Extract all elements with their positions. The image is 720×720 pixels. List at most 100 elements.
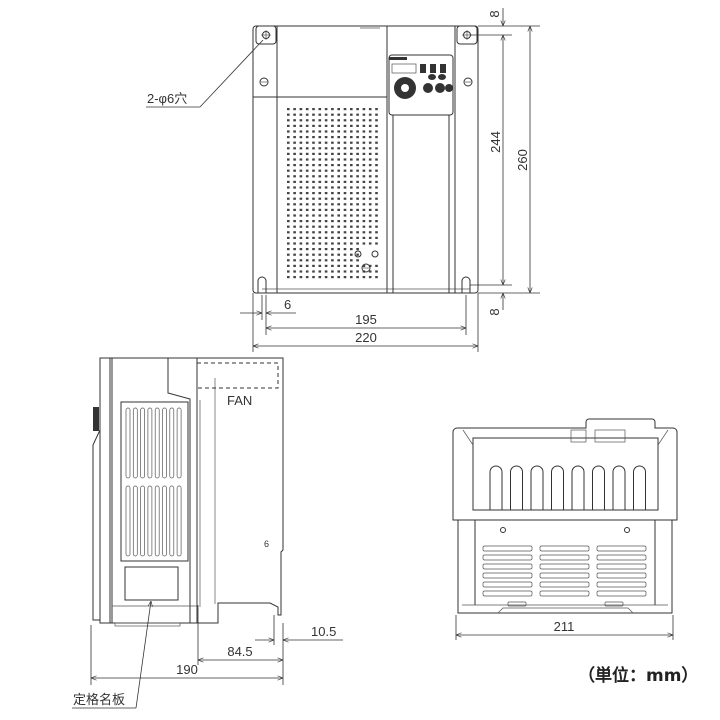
small-mark: 6: [264, 539, 269, 549]
vent-dot: [350, 130, 353, 133]
vent-dot: [299, 113, 303, 116]
vent-dot: [337, 108, 340, 111]
vent-dot: [356, 147, 359, 150]
vent-dot: [312, 108, 315, 111]
front-outline: [252, 25, 479, 294]
vent-slot: [154, 485, 160, 557]
vent-dot: [299, 130, 303, 133]
vent-dot: [293, 141, 296, 144]
vent-dot: [312, 141, 315, 144]
vent-dot: [318, 242, 322, 245]
vent-dot: [331, 152, 334, 155]
vent-dot: [375, 264, 378, 267]
bottom-vents: [482, 545, 647, 597]
vent-dot: [350, 225, 353, 228]
vent-dot: [368, 192, 372, 195]
u-slot: [489, 465, 503, 510]
vent-dot: [356, 130, 359, 133]
vent-dot: [293, 136, 296, 139]
vent-dot: [305, 208, 309, 211]
vent-dot: [299, 236, 303, 239]
screw-icon: [259, 77, 473, 273]
vent-dot: [312, 197, 315, 200]
vent-dot: [287, 242, 290, 245]
vent-dot: [318, 119, 322, 122]
vent-dot: [312, 113, 315, 116]
vent-dot: [287, 164, 290, 167]
vent-dot: [375, 186, 378, 189]
vent-dot: [293, 270, 296, 273]
vent-dot: [312, 186, 315, 189]
vent-dot: [356, 180, 359, 183]
vent-dot: [299, 220, 303, 223]
vent-dot: [368, 119, 372, 122]
screw-icon: [500, 527, 506, 533]
vent-dot: [299, 180, 303, 183]
vent-dot: [287, 124, 290, 127]
vent-dot: [318, 175, 322, 178]
vent-dot: [293, 236, 296, 239]
vent-dot: [356, 141, 359, 144]
vent-dot: [331, 180, 334, 183]
vent-dot: [337, 180, 340, 183]
dim-244: 244: [488, 131, 503, 153]
vent-dot: [318, 186, 322, 189]
vent-slot: [162, 407, 167, 479]
vent-dot: [312, 152, 315, 155]
vent-dot: [287, 231, 290, 234]
vent-dot: [293, 253, 296, 256]
vent-dot: [324, 124, 328, 127]
vent-dot: [324, 225, 328, 228]
vent-dot: [350, 220, 353, 223]
vent-dot: [318, 152, 322, 155]
vent-dot: [312, 208, 315, 211]
vent-dot: [287, 225, 290, 228]
vent-dot: [356, 253, 359, 256]
vent-dot: [343, 214, 347, 217]
vent-dot: [343, 130, 347, 133]
vent-dot: [299, 214, 303, 217]
vent-dot: [287, 248, 290, 251]
vent-dot: [362, 208, 366, 211]
vent-dot: [375, 203, 378, 206]
vent-dot: [331, 136, 334, 139]
vent-dot: [331, 130, 334, 133]
vent-dot: [299, 152, 303, 155]
vent-dot: [299, 208, 303, 211]
vent-dot: [299, 270, 303, 273]
vent-dot: [356, 208, 359, 211]
vent-dot: [312, 164, 315, 167]
vent-dot: [293, 113, 296, 116]
vent-dot: [299, 141, 303, 144]
vent-dot: [337, 248, 340, 251]
vent-dot: [305, 158, 309, 161]
vent-dot: [362, 152, 366, 155]
vent-dot: [362, 220, 366, 223]
vent-dot: [331, 270, 334, 273]
vent-dot: [356, 197, 359, 200]
vent-dot: [324, 248, 328, 251]
vent-dot: [312, 169, 315, 172]
vent-dot: [299, 169, 303, 172]
vent-dot: [368, 136, 372, 139]
vent-dot: [324, 152, 328, 155]
vent-dot: [287, 130, 290, 133]
vent-dot: [337, 186, 340, 189]
dim-8-bottom: 8: [487, 308, 502, 315]
vent-dot: [356, 259, 359, 262]
vent-slot: [169, 407, 175, 479]
vent-dot: [368, 124, 372, 127]
vent-dot: [318, 180, 322, 183]
vent-dot: [356, 186, 359, 189]
fan-outline: [196, 362, 279, 389]
vent-dot: [362, 186, 366, 189]
vent-dot: [305, 152, 309, 155]
vent-dot: [299, 119, 303, 122]
vent-dot: [368, 113, 372, 116]
bottom-dimensions: 211: [455, 615, 674, 640]
vent-dot: [368, 242, 372, 245]
vent-dot: [305, 108, 309, 111]
vent-dot: [331, 231, 334, 234]
vent-dot: [362, 158, 366, 161]
